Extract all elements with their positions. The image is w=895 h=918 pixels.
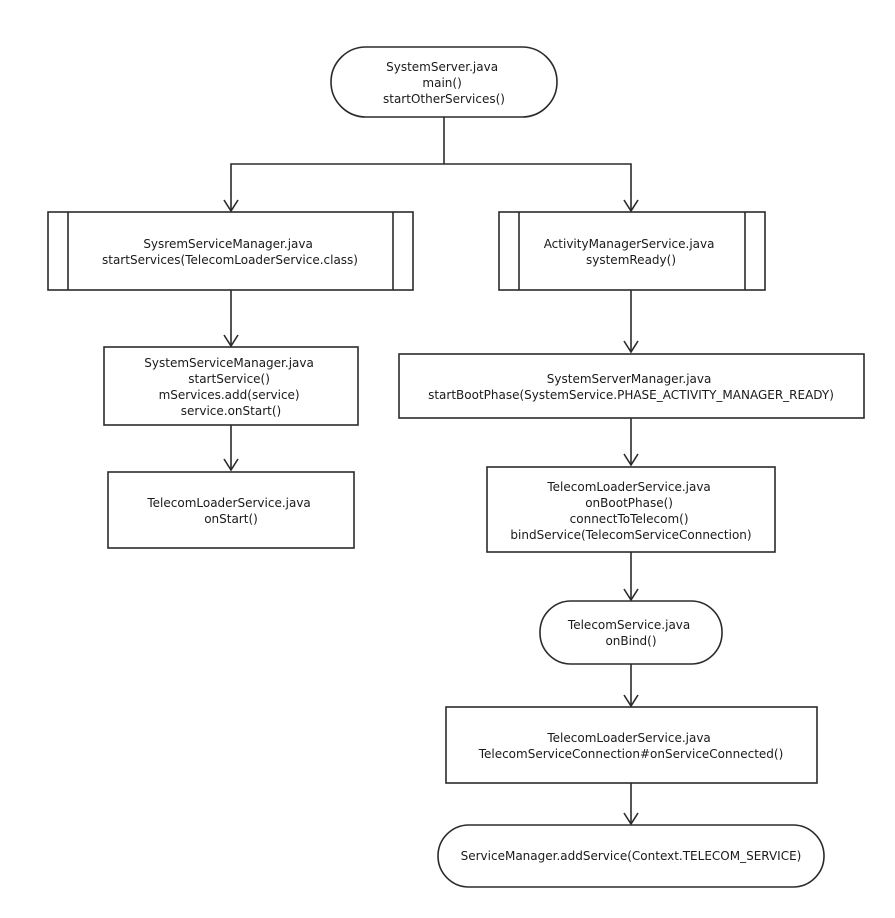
node-label: SystemServerManager.java startBootPhase(… [428,372,834,402]
terminator-shape [539,600,723,665]
node-label-line: TelecomLoaderService.java [546,731,710,745]
node-label: ServiceManager.addService(Context.TELECO… [461,849,802,863]
node-label-line: onBootPhase() [585,496,673,510]
node-label-line: SystemServer.java [386,60,498,74]
node-label-line: TelecomLoaderService.java [146,496,310,510]
node-label: SystemServiceManager.java startService()… [144,356,317,418]
terminator-shape [330,46,558,118]
edge-systemserver-to-sysremservicemanager [230,163,444,211]
arrowhead [623,812,639,826]
nodes: SystemServer.java main() startOtherServi… [47,46,865,888]
node-label-line: TelecomLoaderService.java [546,480,710,494]
arrowhead [223,458,239,472]
predefined-process-shape [498,211,766,291]
edges [223,117,639,826]
node-telecom-loader-onstart: TelecomLoaderService.java onStart() [107,471,355,549]
node-label-line: SystemServiceManager.java [144,356,314,370]
node-label-line: startBootPhase(SystemService.PHASE_ACTIV… [428,388,834,402]
arrowhead [623,453,639,467]
arrowhead [223,334,239,348]
node-label: SystemServer.java main() startOtherServi… [383,60,505,106]
node-service-manager-add: ServiceManager.addService(Context.TELECO… [437,824,825,888]
node-label-line: systemReady() [586,253,676,267]
node-label-line: mServices.add(service) [159,388,300,402]
arrowhead [623,199,639,213]
edge-systemserver-to-activitymanagerservice [444,163,632,211]
node-label-line: SystemServerManager.java [547,372,712,386]
node-label: TelecomLoaderService.java onStart() [146,496,314,526]
node-label-line: TelecomServiceConnection#onServiceConnec… [478,747,784,761]
node-label: TelecomLoaderService.java TelecomService… [478,731,784,761]
node-label: TelecomService.java onBind() [567,618,694,648]
node-label-line: onBind() [605,634,656,648]
node-system-server-manager: SystemServerManager.java startBootPhase(… [398,353,865,419]
process-shape [486,466,776,553]
node-label-line: startService() [188,372,270,386]
arrowhead [623,588,639,602]
node-sysrem-service-manager: SysremServiceManager.java startServices(… [47,211,414,291]
predefined-process-shape [47,211,414,291]
node-label: TelecomLoaderService.java onBootPhase() … [510,480,751,542]
node-label: ActivityManagerService.java systemReady(… [544,237,719,267]
node-label-line: bindService(TelecomServiceConnection) [510,528,751,542]
process-shape [107,471,355,549]
node-label-line: TelecomService.java [567,618,690,632]
node-label-line: startServices(TelecomLoaderService.class… [102,253,358,267]
arrowhead [623,694,639,708]
process-shape [103,346,359,426]
arrowhead [223,199,239,213]
node-label-line: SysremServiceManager.java [143,237,313,251]
node-label-line: service.onStart() [181,404,281,418]
node-label: SysremServiceManager.java startServices(… [102,237,358,267]
arrowhead [623,340,639,354]
node-system-service-manager: SystemServiceManager.java startService()… [103,346,359,426]
node-label-line: ServiceManager.addService(Context.TELECO… [461,849,802,863]
process-shape [445,706,818,784]
node-label-line: ActivityManagerService.java [544,237,715,251]
node-label-line: main() [422,76,461,90]
node-system-server: SystemServer.java main() startOtherServi… [330,46,558,118]
node-telecom-loader-bootphase: TelecomLoaderService.java onBootPhase() … [486,466,776,553]
node-label-line: startOtherServices() [383,92,505,106]
node-label-line: onStart() [204,512,258,526]
node-label-line: connectToTelecom() [570,512,689,526]
node-telecom-service: TelecomService.java onBind() [539,600,723,665]
node-activity-manager-service: ActivityManagerService.java systemReady(… [498,211,766,291]
terminator-shape [437,824,825,888]
process-shape [398,353,865,419]
node-telecom-loader-connected: TelecomLoaderService.java TelecomService… [445,706,818,784]
